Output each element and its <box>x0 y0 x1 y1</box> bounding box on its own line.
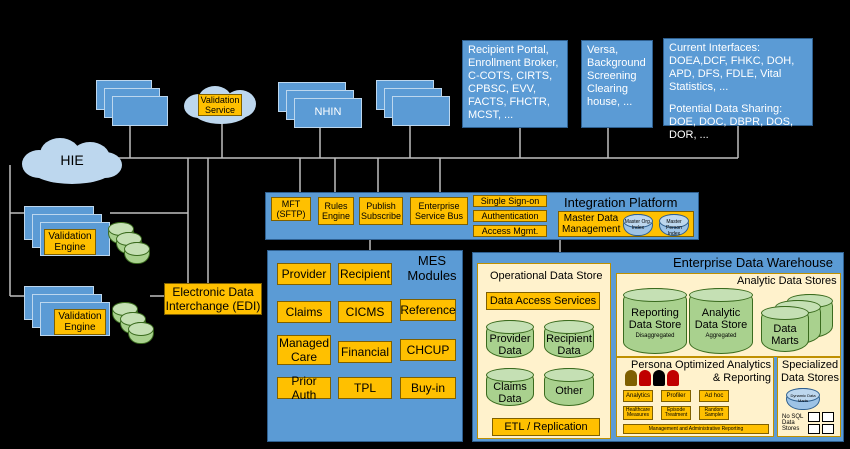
document-icon <box>808 424 820 434</box>
validation-engine-label-2: Validation Engine <box>54 309 106 335</box>
module-claims: Claims <box>277 301 331 323</box>
versa-box: Versa, Background Screening Clearing hou… <box>581 40 653 128</box>
analytic-store-db: Analytic Data Store Aggregated <box>689 288 753 354</box>
other-data-db: Other <box>544 368 594 406</box>
module-tpl: TPL <box>338 377 392 399</box>
person-icon <box>639 370 651 386</box>
analytics-box: Analytics <box>623 390 653 402</box>
mgmt-reporting-box: Management and Administrative Reporting <box>623 424 769 434</box>
random-sampler-box: Random Sampler <box>699 406 729 420</box>
adhoc-box: Ad hoc <box>699 390 729 402</box>
persona-panel: Persona Optimized Analytics & Reporting … <box>616 357 774 437</box>
provider-data-db: Provider Data <box>486 320 534 358</box>
system-stack-2 <box>376 80 450 126</box>
hie-label: HIE <box>60 152 84 168</box>
ods-title: Operational Data Store <box>490 270 603 282</box>
module-recipient: Recipient <box>338 263 392 285</box>
module-prior-auth: Prior Auth <box>277 374 331 402</box>
module-managed-care: Managed Care <box>277 335 331 365</box>
module-cicms: CICMS <box>338 301 392 323</box>
validation-service-label: Validation Service <box>198 94 242 116</box>
access-mgmt-box: Access Mgmt. <box>473 225 547 237</box>
nhin-stack <box>278 82 362 128</box>
healthcare-measures-box: Healthcare Measures <box>623 406 653 420</box>
profiler-box: Profiler <box>661 390 691 402</box>
validation-engine-label-1: Validation Engine <box>44 229 96 255</box>
module-buy-in: Buy-in <box>400 377 456 399</box>
nosql-label: No SQL Data Stores <box>782 414 804 432</box>
module-reference: Reference <box>400 299 456 321</box>
integration-platform: Integration Platform MFT (SFTP) Rules En… <box>265 192 699 240</box>
mes-modules-title: MES Modules <box>407 253 457 283</box>
potential-sharing-text: Potential Data Sharing: DOE, DOC, DBPR, … <box>669 103 794 141</box>
module-financial: Financial <box>338 341 392 363</box>
specialized-panel: Specialized Data Stores Dynamic Data Mar… <box>777 357 841 437</box>
claims-data-db: Claims Data <box>486 368 534 406</box>
person-icon <box>653 370 665 386</box>
specialized-title: Specialized Data Stores <box>780 359 840 384</box>
module-chcup: CHCUP <box>400 339 456 361</box>
module-provider: Provider <box>277 263 331 285</box>
recipient-portal-box: Recipient Portal, Enrollment Broker, C-C… <box>462 40 568 128</box>
etl-replication-box: ETL / Replication <box>492 418 600 436</box>
mes-modules-panel: MES Modules Provider Recipient Claims CI… <box>267 250 463 442</box>
db-stack-2 <box>112 302 156 346</box>
document-icon <box>808 412 820 422</box>
data-access-services-box: Data Access Services <box>486 292 600 310</box>
data-marts-db: Data Marts <box>761 306 809 352</box>
integration-platform-title: Integration Platform <box>564 195 678 210</box>
person-icon <box>625 370 637 386</box>
db-stack-1 <box>108 222 152 266</box>
sso-box: Single Sign-on <box>473 195 547 207</box>
mdm-box: Master Data Management Master Org. Index… <box>558 211 694 237</box>
document-icons <box>808 412 838 436</box>
reporting-store-db: Reporting Data Store Disaggregated <box>623 288 687 354</box>
authentication-box: Authentication <box>473 210 547 222</box>
validation-service-cloud: Validation Service <box>184 86 258 124</box>
master-org-db: Master Org. Index <box>623 214 653 236</box>
publish-subscribe-box: Publish Subscribe <box>359 197 403 225</box>
persona-title: Persona Optimized Analytics & Reporting <box>630 359 771 384</box>
edi-box: Electronic Data Interchange (EDI) <box>164 283 262 315</box>
nhin-label: NHIN <box>314 106 342 118</box>
ods-panel: Operational Data Store Data Access Servi… <box>477 263 611 439</box>
recipient-data-db: Recipient Data <box>544 320 594 358</box>
master-person-db: Master Person Index <box>659 214 689 237</box>
document-icon <box>822 412 834 422</box>
mdm-label: Master Data Management <box>562 213 621 235</box>
episode-treatment-box: Episode Treatment <box>661 406 691 420</box>
system-stack-1 <box>96 80 168 126</box>
person-icon <box>667 370 679 386</box>
current-interfaces-text: Current Interfaces: DOEA,DCF, FHKC, DOH,… <box>669 42 795 93</box>
analytic-stores-title: Analytic Data Stores <box>737 275 837 287</box>
rules-engine-box: Rules Engine <box>318 197 354 225</box>
edw-title: Enterprise Data Warehouse <box>673 255 833 270</box>
interfaces-box: Current Interfaces: DOEA,DCF, FHKC, DOH,… <box>663 38 813 141</box>
document-icon <box>822 424 834 434</box>
hie-cloud: HIE <box>22 138 122 184</box>
mft-box: MFT (SFTP) <box>271 197 311 221</box>
esb-box: Enterprise Service Bus <box>410 197 468 225</box>
dynamic-marts-db: Dynamic Data Marts <box>786 388 820 410</box>
analytic-stores-panel: Analytic Data Stores Reporting Data Stor… <box>616 273 841 357</box>
edw-panel: Enterprise Data Warehouse Operational Da… <box>472 252 844 442</box>
user-icons <box>625 370 685 386</box>
